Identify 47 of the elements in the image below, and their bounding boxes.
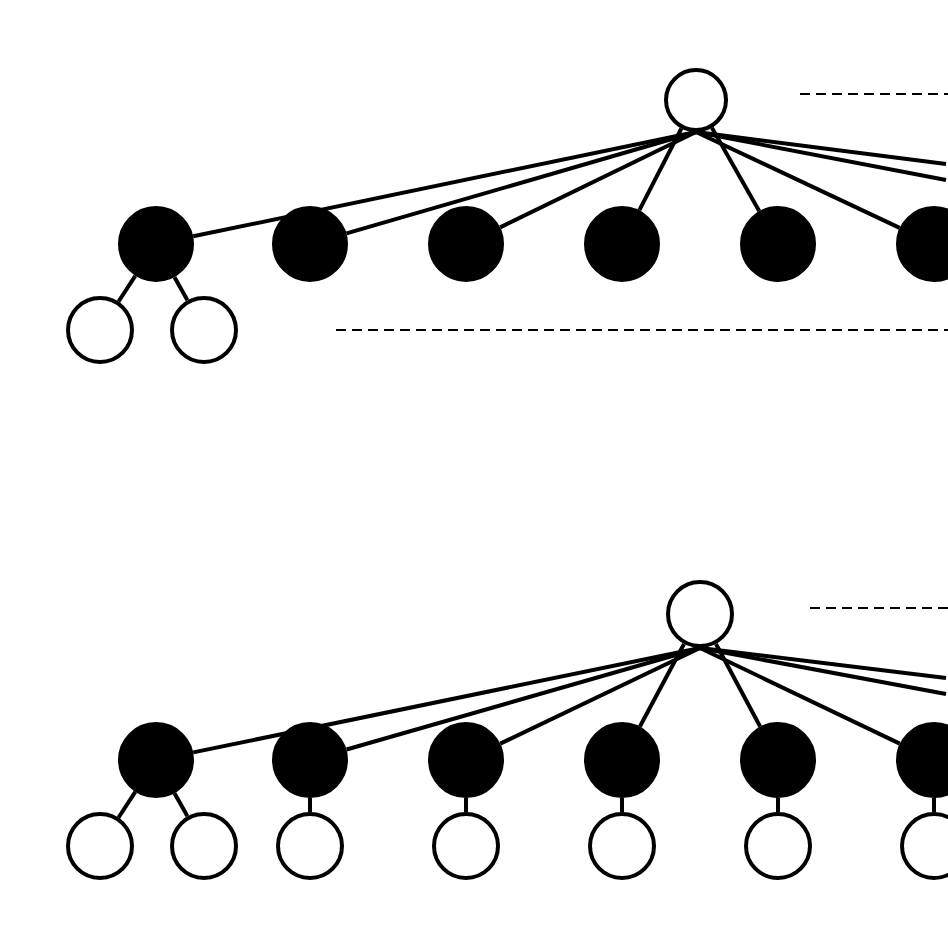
connector-line xyxy=(695,130,947,166)
connector-line xyxy=(699,646,947,696)
connector-line xyxy=(699,646,901,746)
connector-line xyxy=(345,646,701,752)
filled-circle xyxy=(118,206,194,282)
filled-circle xyxy=(896,722,948,798)
connector-line xyxy=(192,646,701,755)
connector-line xyxy=(695,130,947,182)
connector-line xyxy=(699,646,947,680)
open-circle xyxy=(664,68,728,132)
connector-line xyxy=(345,130,697,236)
connector-line xyxy=(714,643,762,728)
connector-line xyxy=(116,790,137,819)
connector-line xyxy=(499,130,697,230)
filled-circle xyxy=(428,206,504,282)
open-circle xyxy=(744,812,812,880)
open-circle xyxy=(66,812,134,880)
connector-line xyxy=(192,130,697,239)
filled-circle xyxy=(740,206,816,282)
filled-circle xyxy=(584,722,660,798)
connector-line xyxy=(464,798,468,812)
connector-line xyxy=(637,127,684,212)
connector-line xyxy=(499,646,701,746)
open-circle xyxy=(666,580,734,648)
open-circle xyxy=(432,812,500,880)
connector-line xyxy=(710,126,761,212)
filled-circle xyxy=(272,206,348,282)
open-circle xyxy=(588,812,656,880)
filled-circle xyxy=(272,722,348,798)
filled-circle xyxy=(896,206,948,282)
open-circle xyxy=(170,296,238,364)
filled-circle xyxy=(118,722,194,798)
connector-line xyxy=(172,792,190,818)
filled-circle xyxy=(584,206,660,282)
filled-circle xyxy=(428,722,504,798)
connector-line xyxy=(932,798,936,812)
connector-line xyxy=(620,798,624,812)
open-circle xyxy=(170,812,238,880)
open-circle xyxy=(276,812,344,880)
open-circle xyxy=(66,296,134,364)
connector-line xyxy=(638,643,686,728)
connector-line xyxy=(116,274,137,303)
connector-line xyxy=(776,798,780,812)
filled-circle xyxy=(740,722,816,798)
connector-line xyxy=(695,130,901,230)
connector-line xyxy=(308,798,312,812)
connector-line xyxy=(172,276,190,302)
